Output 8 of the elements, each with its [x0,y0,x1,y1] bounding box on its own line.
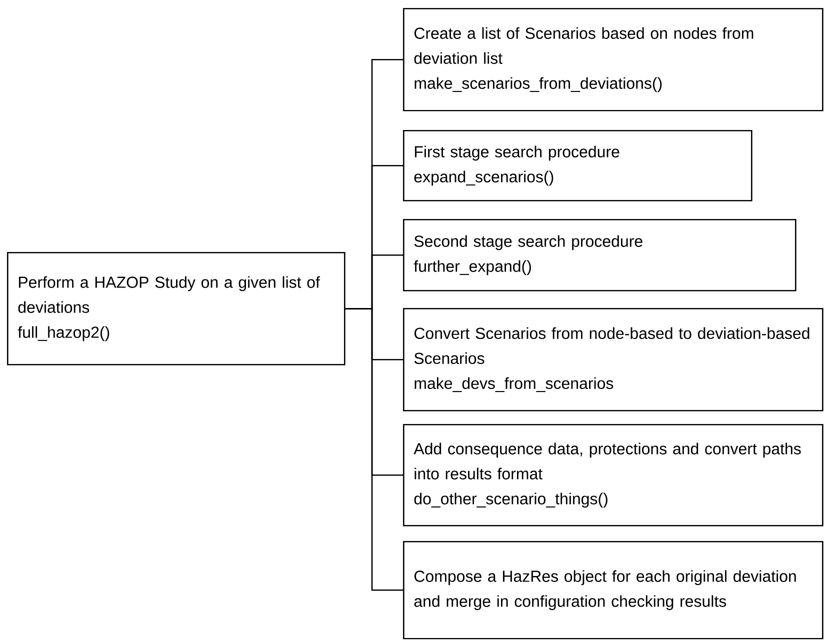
process-box: Convert Scenarios from node-based to deviation-based Scenarios make_devs_from_scenarios [403,308,824,412]
process-box: Create a list of Scenarios based on nodes from deviation list make_scenarios_from_deviations() [403,8,824,112]
process-box: Add consequence data, protections and convert paths into results format do_other_scenario_things() [403,424,824,526]
process-box: Perform a HAZOP Study on a given list of deviations full_hazop2() [7,252,346,366]
process-box: Compose a HazRes object for each original deviation and merge in configuration checking results [403,541,824,640]
connector-line [345,308,403,591]
process-box: First stage search procedure expand_scenarios() [403,130,752,202]
process-box: Second stage search procedure further_expand() [403,219,796,292]
